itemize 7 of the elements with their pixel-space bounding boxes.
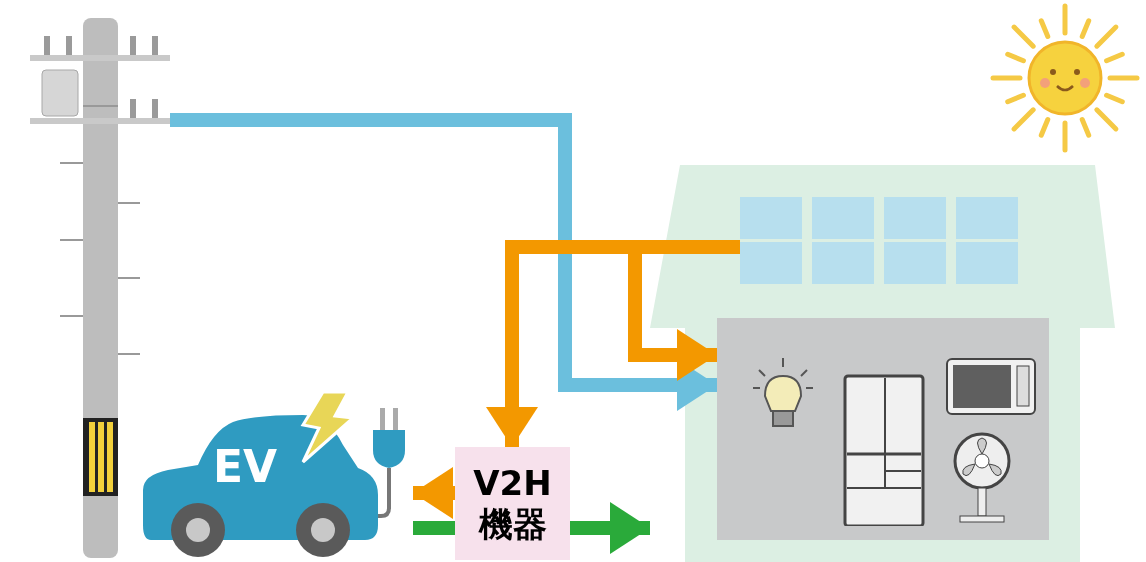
connector-line — [413, 521, 455, 535]
appliance-area — [717, 318, 1049, 540]
arrow — [170, 113, 717, 411]
arrow — [570, 502, 650, 554]
device-box: V2H 機器 — [455, 447, 570, 560]
arrow — [413, 467, 455, 519]
car-label: EV — [213, 445, 278, 489]
